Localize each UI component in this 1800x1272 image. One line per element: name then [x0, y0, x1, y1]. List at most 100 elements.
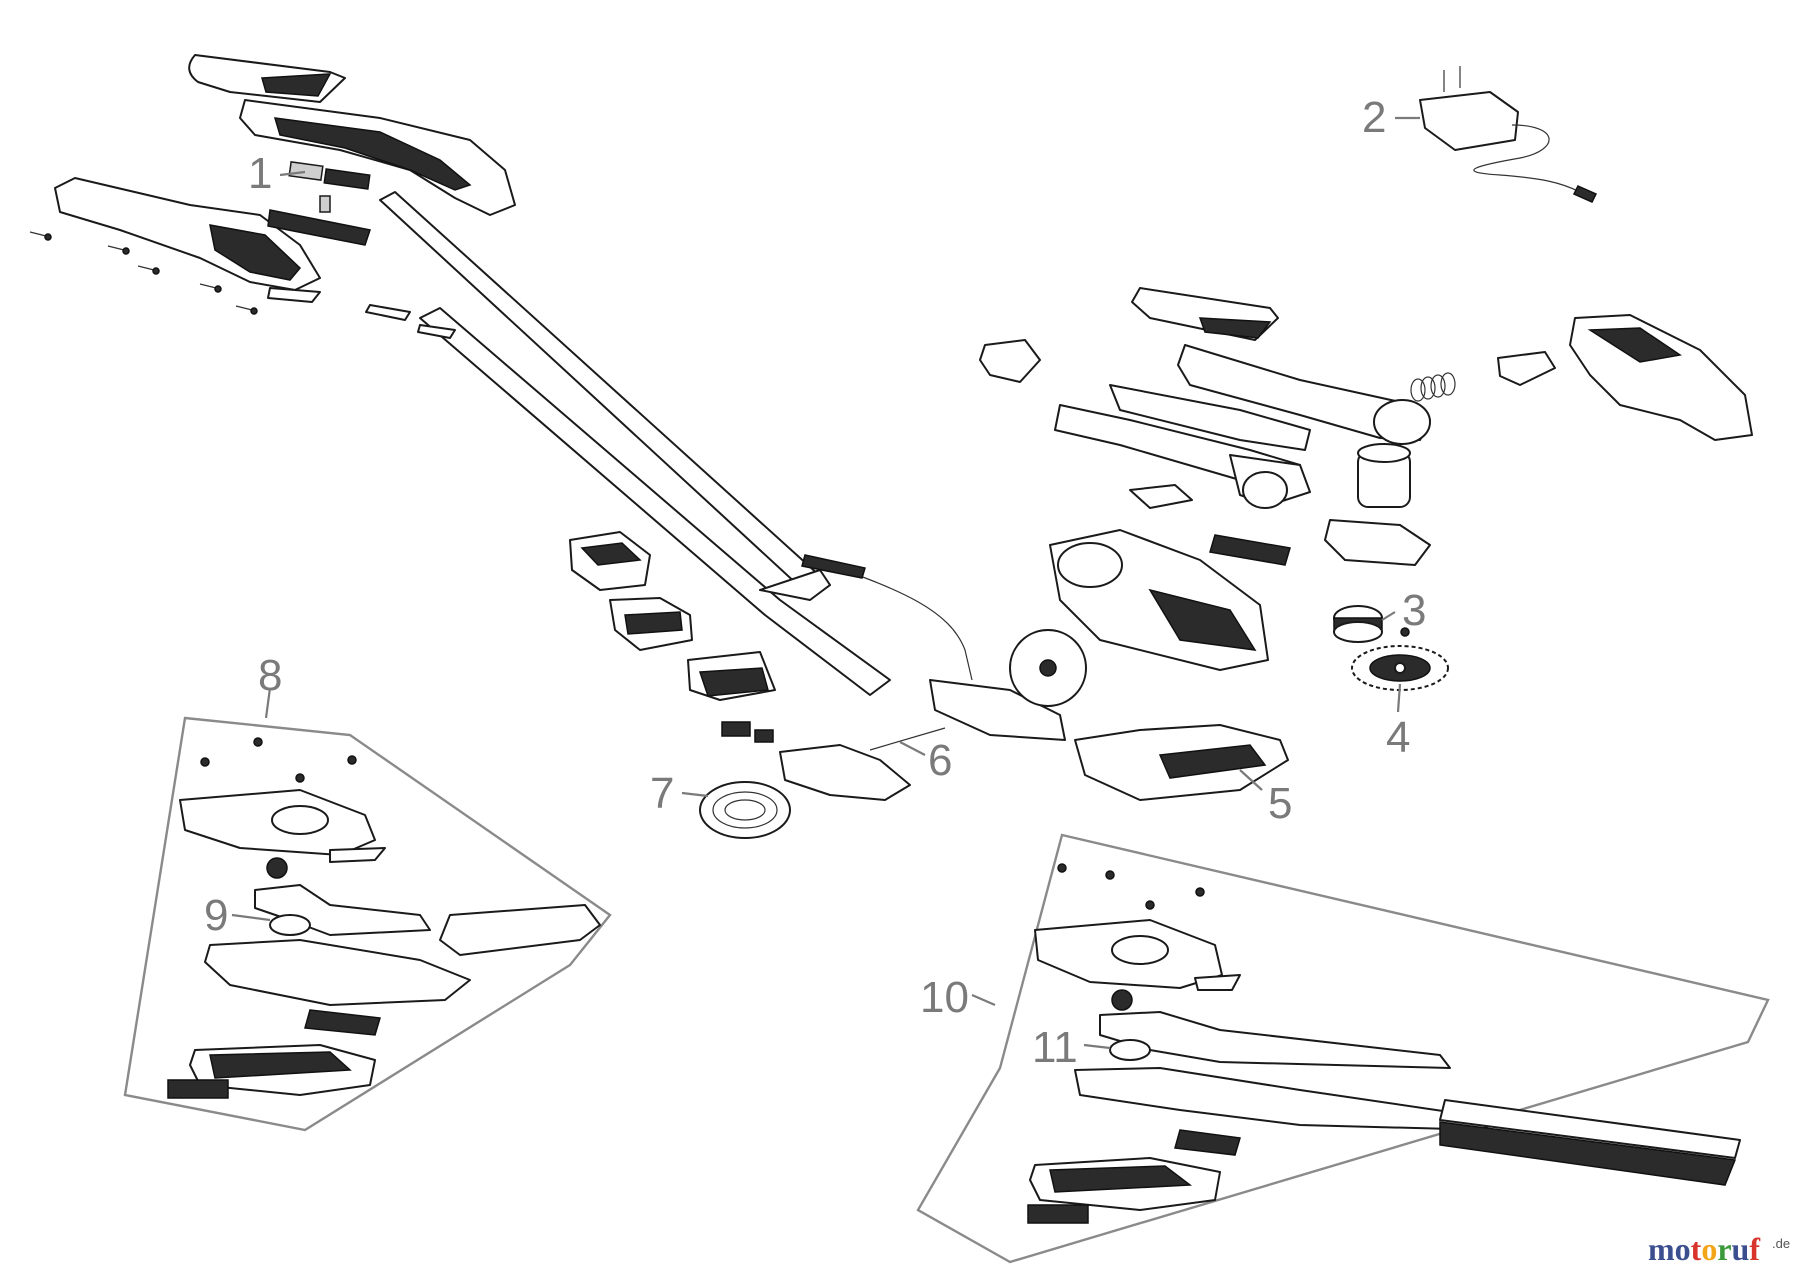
eccentric-gear-8	[266, 857, 288, 879]
wheel-hub	[1039, 659, 1057, 677]
leader-3	[1381, 611, 1396, 621]
wm-letter-3: t	[1691, 1231, 1702, 1267]
main-gear	[1351, 645, 1449, 691]
spring-small	[319, 195, 331, 213]
gear-plate	[929, 679, 1066, 741]
shaft-end-cap	[759, 569, 831, 601]
wm-letter-1: m	[1648, 1231, 1675, 1267]
cable-reel	[699, 781, 791, 839]
watermark-suffix: .de	[1772, 1236, 1790, 1251]
callout-8: 8	[258, 651, 282, 700]
blade-sheath	[1439, 1121, 1737, 1186]
leader-8	[264, 687, 272, 719]
extension-cable	[801, 554, 973, 681]
hedge-trimmer-blade-kit	[916, 833, 1770, 1264]
screw-set-10	[1057, 863, 1205, 910]
telescopic-shaft	[365, 191, 891, 696]
top-handle-assembly	[29, 54, 516, 315]
callout-5: 5	[1268, 779, 1292, 828]
lower-blade-8	[204, 939, 471, 1006]
blade-guard-clip	[329, 847, 386, 863]
callout-1: 1	[248, 149, 272, 198]
trigger-plate	[1209, 534, 1291, 566]
tube-clip-b	[417, 324, 456, 339]
blade-sheath-top	[1439, 1099, 1741, 1159]
callout-10: 10	[920, 973, 969, 1022]
leader-11	[1083, 1043, 1111, 1050]
motor-top	[1357, 443, 1411, 463]
motor-cap-ring	[1242, 471, 1288, 509]
switch-plate	[1129, 484, 1193, 509]
wm-letter-7: f	[1749, 1231, 1760, 1267]
leader-7	[681, 791, 709, 798]
callout-6: 6	[928, 736, 952, 785]
wm-letter-2: o	[1675, 1231, 1691, 1267]
base-plate-8-ribs	[209, 1051, 352, 1079]
leader-10	[971, 993, 996, 1007]
callout-4: 4	[1386, 713, 1410, 762]
inset-frame-8	[123, 716, 612, 1132]
leader-1	[279, 170, 306, 177]
trigger-bar	[267, 209, 371, 246]
base-plate-10-ribs	[1049, 1165, 1193, 1193]
side-knob	[979, 339, 1041, 383]
coupling-parts	[569, 531, 1066, 801]
callout-7: 7	[650, 769, 674, 818]
battery-cell-pack	[1109, 384, 1311, 451]
motor-mount	[779, 744, 911, 801]
small-connector-a	[721, 721, 751, 737]
wm-letter-5: r	[1717, 1231, 1731, 1267]
switch-part	[288, 160, 324, 182]
coupling-sleeve-ribs	[580, 542, 642, 566]
leader-4	[1396, 683, 1402, 713]
leader-9	[231, 913, 271, 922]
drive-shaft	[869, 727, 946, 751]
shaft-tube-lower	[419, 307, 891, 696]
upper-blade-10	[1099, 1011, 1451, 1069]
blade-latch-8	[167, 1079, 229, 1099]
handle-clip	[267, 287, 321, 303]
motor-spring	[1410, 372, 1456, 402]
leader-5	[1239, 769, 1263, 791]
callout-labels: 1 2 3 4 5 6 7 8 9 10 11	[204, 93, 1426, 1072]
callout-2: 2	[1362, 93, 1386, 142]
pinion-gear	[1333, 605, 1383, 643]
front-housing-ring	[1057, 542, 1123, 588]
blade-holder-10	[1174, 1129, 1241, 1156]
blade-cover-ring	[271, 805, 329, 835]
motor-bracket	[1324, 519, 1431, 566]
front-housing-grille	[1148, 588, 1257, 651]
blade-guard	[439, 904, 601, 956]
callout-3: 3	[1402, 586, 1426, 635]
eccentric-gear-10	[1111, 989, 1133, 1011]
callout-leaders	[231, 116, 1420, 1050]
lower-blade-10	[1074, 1067, 1491, 1131]
battery-base-detail	[1158, 744, 1267, 779]
watermark-logo: motoruf	[1648, 1231, 1760, 1267]
spring-ring-11	[1109, 1039, 1151, 1061]
lock-button	[1497, 351, 1556, 386]
wm-letter-6: u	[1732, 1231, 1750, 1267]
washer	[1400, 627, 1410, 637]
main-housing-lower-detail	[1587, 327, 1682, 363]
screw-set-8	[200, 737, 357, 783]
main-body-assembly	[979, 287, 1753, 801]
screw-set-handle	[29, 231, 258, 315]
blade-guard-clip-10	[1194, 974, 1241, 991]
trigger-lock	[323, 168, 371, 190]
callout-11: 11	[1032, 1023, 1078, 1072]
coupling-cap-dark	[698, 667, 769, 697]
charger	[1419, 66, 1598, 203]
spring-ring-9	[269, 914, 311, 936]
charger-body	[1419, 91, 1519, 151]
handle-housing-upper-detail	[273, 117, 472, 191]
main-grip-insert	[1198, 317, 1272, 339]
grass-shear-blade-kit	[123, 716, 612, 1132]
coupling-housing-band	[624, 611, 683, 635]
wm-letter-4: o	[1701, 1231, 1717, 1267]
blade-latch-10	[1027, 1204, 1089, 1224]
inset-frame-10	[916, 833, 1770, 1264]
motoruf-watermark: motoruf .de	[1648, 1231, 1790, 1267]
